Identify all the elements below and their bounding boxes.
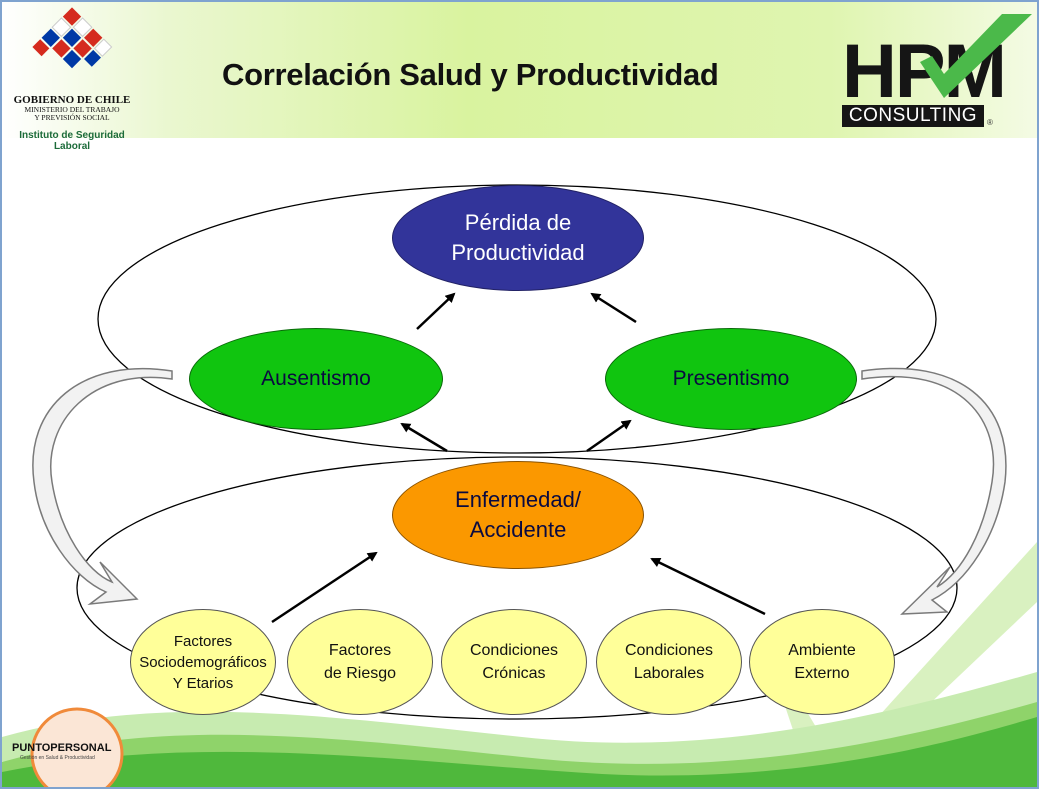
- node-ambiente-externo: Ambiente Externo: [749, 609, 895, 715]
- factor-5-line1: Ambiente: [788, 642, 856, 659]
- arrow-factores-socio-to-enfermedad: [271, 551, 378, 624]
- factor-4-line1: Condiciones: [624, 642, 714, 659]
- node-condiciones-cronicas: Condiciones Crónicas: [441, 609, 587, 715]
- factor-3-line1: Condiciones: [469, 642, 559, 659]
- factor-1-line3: Y Etarios: [172, 674, 234, 692]
- hpm-registered-mark: ®: [987, 118, 993, 127]
- node-factores-sociodemograficos: Factores Sociodemográficos Y Etarios: [130, 609, 276, 715]
- node-enfermedad-line2: Accidente: [469, 517, 567, 542]
- puntopersonal-ring-icon: [30, 707, 124, 787]
- factor-1-line2: Sociodemográficos: [139, 653, 267, 671]
- gobierno-ministry-line1: MINISTERIO DEL TRABAJO: [24, 105, 120, 114]
- gobierno-ministry: MINISTERIO DEL TRABAJO Y PREVISIÓN SOCIA…: [2, 106, 142, 122]
- slide-title: Correlación Salud y Productividad: [222, 57, 719, 92]
- puntopersonal-tagline: Gestión en Salud & Productividad: [20, 755, 95, 761]
- factor-2-line1: Factores: [328, 642, 392, 659]
- hpm-logo-consulting: CONSULTING: [842, 105, 984, 127]
- lower-group-ellipse: [76, 456, 958, 720]
- node-factores-riesgo: Factores de Riesgo: [287, 609, 433, 715]
- node-perdida-productividad: Pérdida de Productividad: [392, 185, 644, 291]
- institute-line2: Laboral: [53, 141, 91, 152]
- node-presentismo-label: Presentismo: [672, 367, 790, 390]
- arrow-enfermedad-to-ausentismo: [400, 422, 448, 453]
- factor-2-line2: de Riesgo: [323, 665, 397, 682]
- curved-arrow-right: [861, 367, 1007, 615]
- factor-1-line1: Factores: [173, 632, 233, 650]
- node-ausentismo: Ausentismo: [189, 328, 443, 430]
- arrow-ausentismo-to-perdida: [416, 292, 456, 330]
- gobierno-title: GOBIERNO DE CHILE: [13, 94, 131, 106]
- node-enfermedad-line1: Enfermedad/: [455, 487, 581, 512]
- puntopersonal-logo: PUNTOPERSONAL: [12, 742, 112, 754]
- factor-5-line2: Externo: [794, 665, 850, 682]
- arrow-ambiente-to-enfermedad: [650, 557, 766, 616]
- node-enfermedad-accidente: Enfermedad/ Accidente: [392, 461, 644, 569]
- factor-4-line2: Laborales: [633, 665, 705, 682]
- arrow-enfermedad-to-presentismo: [586, 419, 632, 453]
- curved-arrow-left: [32, 367, 173, 606]
- arrow-presentismo-to-perdida: [590, 292, 637, 324]
- institute-line1: Instituto de Seguridad: [19, 130, 125, 141]
- institute-name: Instituto de Seguridad Laboral: [2, 130, 142, 152]
- gobierno-ministry-line2: Y PREVISIÓN SOCIAL: [34, 113, 110, 122]
- node-perdida-line1: Pérdida de: [464, 210, 572, 235]
- node-ausentismo-label: Ausentismo: [261, 367, 371, 390]
- node-perdida-line2: Productividad: [451, 240, 585, 265]
- factor-3-line2: Crónicas: [482, 665, 546, 682]
- node-presentismo: Presentismo: [605, 328, 857, 430]
- node-condiciones-laborales: Condiciones Laborales: [596, 609, 742, 715]
